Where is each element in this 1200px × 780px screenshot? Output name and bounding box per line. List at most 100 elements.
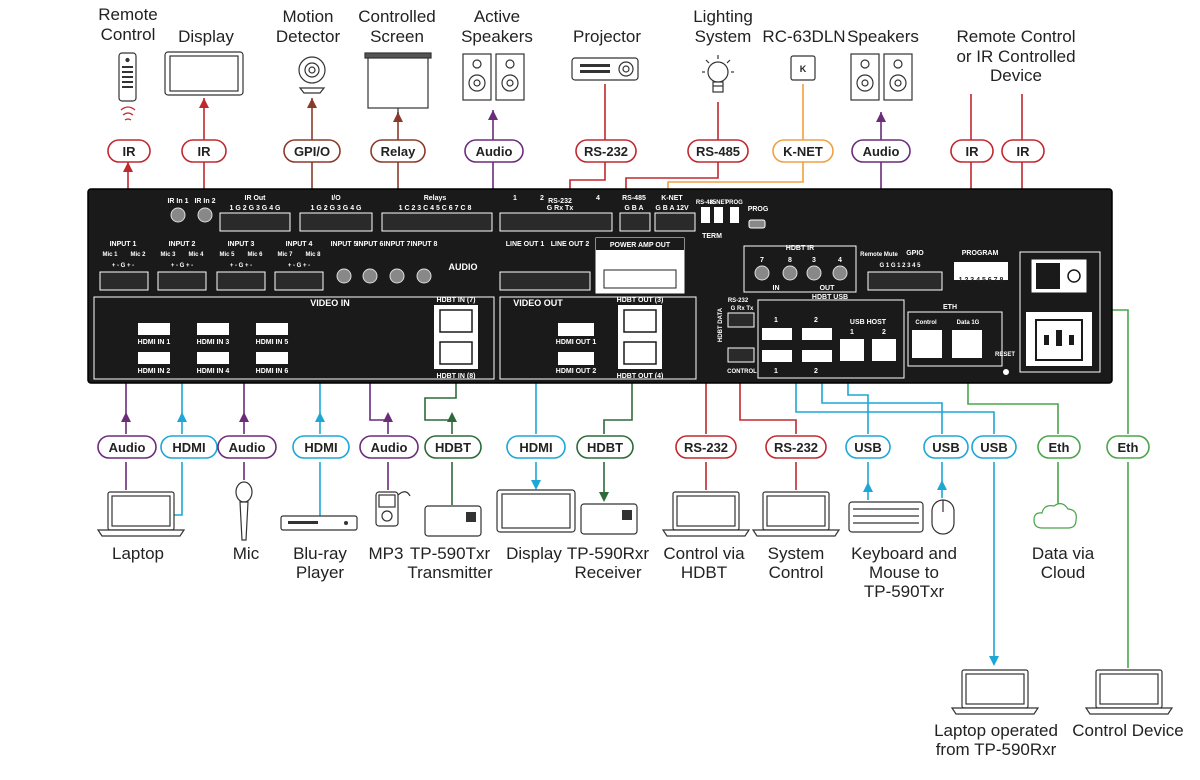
panel-mic-6: Mic 6	[247, 252, 263, 258]
power-amp-terminal[interactable]	[603, 269, 677, 289]
hdbt-usb-1b-port[interactable]	[762, 350, 792, 362]
power-pin-3	[1069, 335, 1074, 345]
usb-host-2-port[interactable]	[872, 339, 896, 361]
panel-hdmi-out-2: HDMI OUT 2	[556, 368, 597, 375]
hdbt-ir-7-jack[interactable]	[754, 265, 770, 281]
hdmi-in-5-port[interactable]	[256, 323, 288, 335]
pill-hdbt-rx: HDBT	[576, 435, 634, 459]
panel-ir-in2: IR In 2	[194, 198, 215, 205]
panel-rs232-pins: G Rx Tx	[547, 205, 574, 212]
panel-mic-1: Mic 1	[102, 252, 118, 258]
panel-hdmi-in-2: HDMI IN 2	[138, 368, 171, 375]
ir-in1-jack[interactable]	[170, 207, 186, 223]
label-laptop-rxr-1: Laptop operated	[934, 721, 1058, 740]
panel-hdmi-in-5: HDMI IN 5	[256, 339, 289, 346]
pill-audio-laptop-label: Audio	[109, 440, 146, 455]
ir-out-terminal[interactable]	[219, 212, 291, 232]
label-system-control-1: System	[768, 544, 825, 563]
reset-button[interactable]	[1003, 369, 1009, 375]
rs232-terminal[interactable]	[499, 212, 613, 232]
hdmi-out-1-port[interactable]	[558, 323, 594, 336]
hdbt-usb-1a-port[interactable]	[762, 328, 792, 340]
control-terminal[interactable]	[727, 347, 755, 363]
pill-rs232-top: RS-232	[575, 139, 637, 163]
hdbt-ir-8-jack[interactable]	[782, 265, 798, 281]
gpio-terminal[interactable]	[867, 271, 943, 291]
label-control-hdbt-2: HDBT	[681, 563, 727, 582]
laptop-icon	[96, 491, 186, 537]
panel-remote-mute: Remote Mute	[860, 252, 898, 258]
panel-gpio: GPIO	[906, 250, 924, 257]
hdmi-in-2-port[interactable]	[138, 352, 170, 364]
usb-host-1-port[interactable]	[840, 339, 864, 361]
pill-knet: K-NET	[772, 139, 834, 163]
video-out-box	[499, 296, 697, 380]
label-active-speakers-1: Active	[474, 7, 520, 26]
input-8-jack[interactable]	[416, 268, 432, 284]
rs485-terminal[interactable]	[619, 212, 651, 232]
input-5-jack[interactable]	[336, 268, 352, 284]
pill-hdmi-display: HDMI	[506, 435, 566, 459]
hdmi-in-1-port[interactable]	[138, 323, 170, 335]
hdbt-usb-2b-port[interactable]	[802, 350, 832, 362]
svg-text:K: K	[800, 64, 807, 74]
panel-usb-2a: 2	[814, 317, 818, 324]
input-1-terminal[interactable]	[99, 271, 149, 291]
hdmi-out-2-port[interactable]	[558, 352, 594, 365]
panel-hdmi-in-3: HDMI IN 3	[197, 339, 230, 346]
prog-switch[interactable]	[730, 207, 739, 223]
prog-usb-port[interactable]	[748, 219, 766, 229]
panel-hdbt-ir-7: 7	[760, 257, 764, 264]
knet-term-switch[interactable]	[714, 207, 723, 223]
relays-terminal[interactable]	[381, 212, 493, 232]
input-2-terminal[interactable]	[157, 271, 207, 291]
rs485-term-switch[interactable]	[701, 207, 710, 223]
laptop-control-device-icon	[1084, 669, 1174, 715]
video-in-box	[93, 296, 495, 380]
panel-rs485-term: RS-485	[696, 200, 717, 206]
hdbt-ir-3-jack[interactable]	[806, 265, 822, 281]
hdbt-ir-4-jack[interactable]	[832, 265, 848, 281]
pill-hdmi-display-label: HDMI	[519, 440, 552, 455]
panel-lr-pins-2: + - G + -	[171, 263, 193, 269]
arrow-mp3	[383, 412, 393, 422]
pill-eth-cloud: Eth	[1037, 435, 1081, 459]
pill-relay-label: Relay	[381, 144, 416, 159]
pill-rs232-top-label: RS-232	[584, 144, 628, 159]
ir-in2-jack[interactable]	[197, 207, 213, 223]
label-control-device: Control Device	[1072, 721, 1184, 740]
panel-gpio-pins: G 1 G 1 2 3 4 5	[879, 263, 921, 269]
panel-hdbt-ir-4: 4	[838, 257, 842, 264]
io-terminal[interactable]	[299, 212, 373, 232]
panel-input-7: INPUT 7	[384, 241, 411, 248]
hdbt-usb-2a-port[interactable]	[802, 328, 832, 340]
line-out-terminal[interactable]	[499, 271, 591, 291]
power-switch-circle	[1067, 269, 1081, 283]
hdmi-in-3-port[interactable]	[197, 323, 229, 335]
arrow-active-speakers	[488, 110, 498, 120]
input-7-jack[interactable]	[389, 268, 405, 284]
pill-ir-remote: IR	[107, 139, 151, 163]
hdmi-in-4-port[interactable]	[197, 352, 229, 364]
panel-input-2: INPUT 2	[169, 241, 196, 248]
eth-data-port[interactable]	[952, 330, 982, 358]
pill-audio-mic: Audio	[217, 435, 277, 459]
panel-hdbt-ir: HDBT IR	[786, 245, 814, 252]
arrow-laptop-hdmi	[177, 412, 187, 422]
hdmi-in-6-port[interactable]	[256, 352, 288, 364]
line-rs232-sys	[739, 370, 797, 490]
eth-control-port[interactable]	[912, 330, 942, 358]
pill-ir4-label: IR	[1017, 144, 1031, 159]
hdbt-data-terminal[interactable]	[727, 312, 755, 328]
input-3-terminal[interactable]	[216, 271, 266, 291]
program-dip-switch[interactable]	[954, 262, 1008, 280]
knet-terminal[interactable]	[654, 212, 696, 232]
label-mic: Mic	[233, 544, 260, 563]
input-4-terminal[interactable]	[274, 271, 324, 291]
panel-program-nums: 1 2 3 4 5 6 7 8	[959, 277, 1004, 284]
pill-ir3: IR	[950, 139, 994, 163]
label-remote-ir-3: Device	[990, 66, 1042, 85]
panel-rs485-pins: G B A	[624, 205, 643, 212]
input-6-jack[interactable]	[362, 268, 378, 284]
